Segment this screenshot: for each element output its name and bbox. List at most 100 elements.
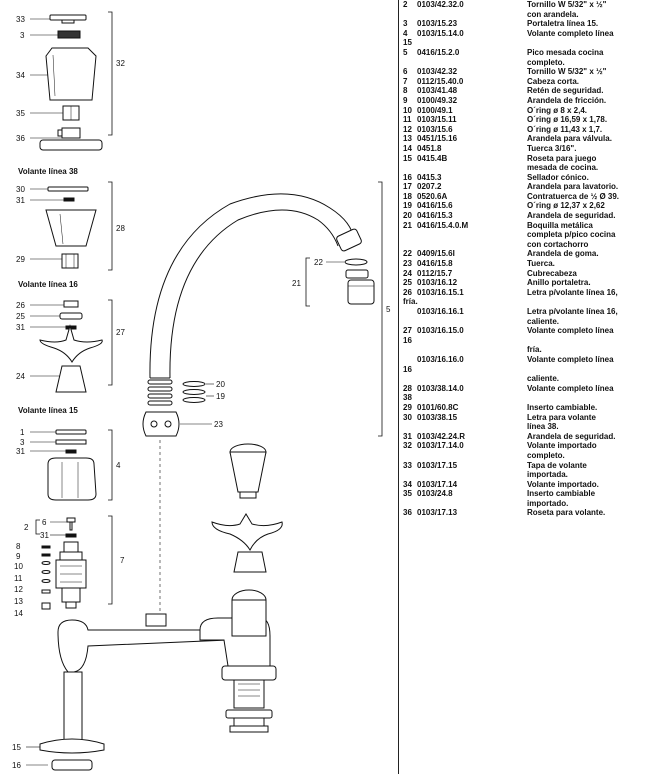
part-description-line: línea 38.	[527, 422, 559, 432]
part-description: Arandela para lavatorio.	[527, 182, 643, 192]
callout-3: 3	[20, 31, 25, 40]
part-number: 8	[403, 86, 408, 96]
part-24-cubrecabeza	[55, 365, 87, 393]
part-number: 23	[403, 259, 412, 269]
part-description-line: completa p/pico cocina	[527, 230, 616, 240]
part-number: 7	[403, 76, 408, 86]
part-code: 0416/15.6	[417, 201, 453, 211]
callout-6: 6	[42, 518, 47, 527]
part-7-cabeza-corta	[55, 541, 87, 609]
brackets-right	[180, 181, 383, 437]
part-code: 0103/15.11	[417, 115, 457, 125]
part-description-line: Volante completo línea	[527, 326, 614, 336]
part-number: 31	[403, 431, 412, 441]
callout-19: 19	[216, 392, 225, 401]
part-code: 0103/16.12	[417, 278, 458, 288]
part-description: O´ring ø 8 x 2,4.	[527, 106, 643, 116]
parts-list-wrap: 16	[403, 335, 412, 345]
part-description: Tuerca 3/16".	[527, 144, 643, 154]
part-description-line: Roseta para volante.	[527, 508, 606, 518]
part-number: 15	[403, 153, 412, 163]
part-code: 0103/41.48	[417, 86, 458, 96]
parts-list-wrap: fría.	[403, 297, 418, 307]
callout-2: 2	[24, 523, 29, 532]
part-code: 0103/16.15.1	[417, 287, 464, 297]
faucet-body	[39, 589, 277, 771]
part-number: 30	[403, 412, 412, 422]
part-description-line: Tornillo W 5/32" x ½"	[527, 67, 607, 77]
callout-32: 32	[116, 59, 125, 68]
part-description-line: Boquilla metálica	[527, 220, 593, 230]
part-description-line: Volante completo línea	[527, 354, 614, 364]
part-description-line: Inserto cambiable.	[527, 402, 598, 412]
callout-31: 31	[40, 531, 49, 540]
part-description-line: Letra p/volante línea 16,	[527, 287, 618, 297]
part-code: 0103/16.15.0	[417, 326, 464, 336]
part-code: 0409/15.6I	[417, 249, 455, 259]
callout-28: 28	[116, 224, 125, 233]
callout-22: 22	[314, 258, 323, 267]
part-description: Volante importado.	[527, 480, 643, 490]
part-description: Roseta para volante.	[527, 508, 643, 518]
part-description-line: importado.	[527, 498, 569, 508]
part-description-line: Tuerca.	[527, 259, 555, 269]
part-number: 2	[403, 0, 408, 9]
part-description-line: Tornillo W 5/32" x ½"	[527, 0, 607, 9]
part-code: 0103/17.13	[417, 508, 458, 518]
part-number: 25	[403, 278, 412, 288]
part-description-line: Volante completo línea	[527, 28, 614, 38]
part-31-arandela-38	[63, 197, 75, 202]
part-description: Volante completo línea	[527, 355, 643, 365]
callout-26: 26	[16, 301, 25, 310]
part-29-inserto-38	[61, 253, 79, 269]
part-description: Portaletra línea 15.	[527, 19, 643, 29]
part-number: 35	[403, 489, 412, 499]
part-description: Arandela de goma.	[527, 249, 643, 259]
part-code: 0416/15.2.0	[417, 47, 460, 57]
part-code: 0101/60.8C	[417, 402, 459, 412]
brackets-left	[35, 11, 113, 605]
part-number: 17	[403, 182, 412, 192]
part-description-line: Contratuerca de ½ Ø 39.	[527, 191, 620, 201]
part-code: 0100/49.1	[417, 105, 453, 115]
part-number: 6	[403, 67, 408, 77]
part-description-line: Arandela de fricción.	[527, 95, 607, 105]
callout-29: 29	[16, 255, 25, 264]
callout-21: 21	[292, 279, 301, 288]
part-26-letra-16	[63, 300, 79, 308]
body-cross-handle	[211, 513, 283, 573]
callout-11: 11	[14, 574, 23, 583]
callout-15: 15	[12, 743, 21, 752]
part-number: 11	[403, 115, 412, 125]
callout-8: 8	[16, 542, 21, 551]
callout-5: 5	[386, 305, 391, 314]
part-code: 0100/49.32	[417, 95, 458, 105]
callout-31: 31	[16, 323, 25, 332]
part-code: 0112/15.7	[417, 268, 453, 278]
callout-36: 36	[16, 134, 25, 143]
spout-nut-rings	[147, 228, 362, 406]
part-number: 20	[403, 211, 412, 221]
part-description-line: Letra p/volante línea 16,	[527, 307, 618, 316]
part-description-line: Arandela de goma.	[527, 249, 599, 259]
callout-33: 33	[16, 15, 25, 24]
section-title-volante-16: Volante línea 16	[18, 280, 78, 289]
part-description: Letra p/volante línea 16,caliente.	[527, 307, 643, 326]
part-code: 0103/15.23	[417, 19, 458, 29]
part-description: O´ring ø 16,59 x 1,78.	[527, 115, 643, 125]
